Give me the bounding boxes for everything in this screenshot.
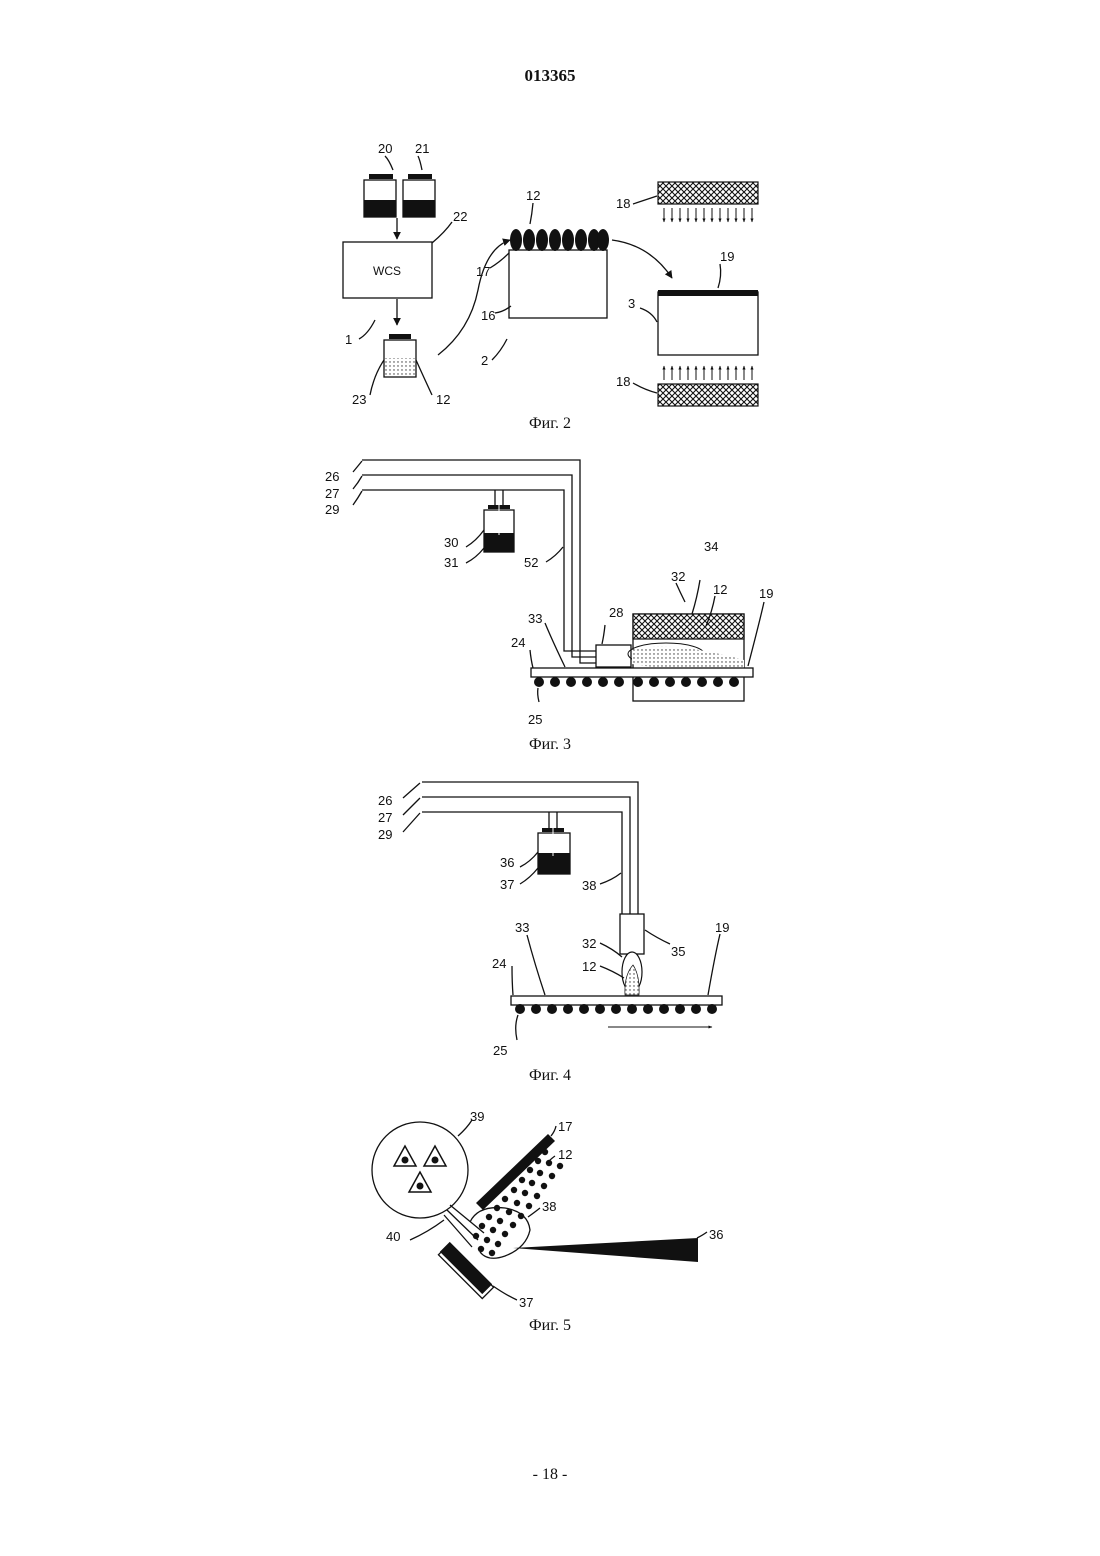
figure-5-caption: Фиг. 5	[529, 1317, 571, 1334]
label-36: 36	[709, 1227, 723, 1242]
substrate-16	[509, 229, 609, 318]
label-12-bottle: 12	[436, 392, 450, 407]
label-27: 27	[378, 810, 392, 825]
label-24: 24	[511, 635, 525, 650]
heater-18-top	[658, 182, 758, 204]
label-22: 22	[453, 209, 467, 224]
beam-36	[513, 1238, 698, 1262]
gas-lines	[422, 782, 638, 914]
substrate-plate-19	[511, 996, 722, 1005]
figure-2-caption: Фиг. 2	[529, 415, 571, 432]
bottle-20	[364, 174, 396, 217]
label-25: 25	[493, 1043, 507, 1058]
label-40: 40	[386, 1229, 400, 1244]
label-29: 29	[325, 502, 339, 517]
label-2: 2	[481, 353, 488, 368]
label-1: 1	[345, 332, 352, 347]
label-17: 17	[558, 1119, 572, 1134]
label-19: 19	[720, 249, 734, 264]
label-28: 28	[609, 605, 623, 620]
label-52: 52	[524, 555, 538, 570]
figure-3-caption: Фиг. 3	[529, 736, 571, 753]
label-21: 21	[415, 141, 429, 156]
figure-3: 26 27 29 30 31 52 34 32 12 19 28 33 24 2…	[325, 460, 773, 753]
figure-2: WCS	[343, 141, 758, 432]
bottle-21	[403, 174, 435, 217]
figure-4-caption: Фиг. 4	[529, 1067, 571, 1084]
label-12: 12	[582, 959, 596, 974]
label-37: 37	[519, 1295, 533, 1310]
label-26: 26	[378, 793, 392, 808]
label-36: 36	[500, 855, 514, 870]
label-12: 12	[713, 582, 727, 597]
label-32: 32	[582, 936, 596, 951]
label-31: 31	[444, 555, 458, 570]
label-34: 34	[704, 539, 718, 554]
page-number: - 18 -	[0, 1466, 1100, 1484]
label-3: 3	[628, 296, 635, 311]
label-16: 16	[481, 308, 495, 323]
label-26: 26	[325, 469, 339, 484]
figure-4: 26 27 29 36 37 38 33 19 32 35 24 12 25 Ф…	[378, 782, 729, 1084]
label-18-top: 18	[616, 196, 630, 211]
heat-arrows-down	[664, 208, 752, 222]
magnified-view-39	[372, 1122, 468, 1218]
bottle-23	[384, 334, 416, 377]
chamber-34	[628, 614, 744, 701]
label-33: 33	[515, 920, 529, 935]
wcs-label: WCS	[373, 264, 401, 278]
vessel-30	[484, 505, 514, 552]
vessel-36	[538, 828, 570, 874]
label-37: 37	[500, 877, 514, 892]
label-19: 19	[759, 586, 773, 601]
figure-5: 39 17 12 38 40 36 37 Фиг. 5	[372, 1109, 723, 1334]
coating-layer-19	[658, 290, 758, 296]
label-38: 38	[542, 1199, 556, 1214]
label-23: 23	[352, 392, 366, 407]
label-20: 20	[378, 141, 392, 156]
substrate-plate-19	[531, 668, 753, 677]
heater-18-bottom	[658, 384, 758, 406]
heat-arrows-up	[664, 366, 752, 380]
label-24: 24	[492, 956, 506, 971]
label-39: 39	[470, 1109, 484, 1124]
label-25: 25	[528, 712, 542, 727]
label-38: 38	[582, 878, 596, 893]
label-17: 17	[476, 264, 490, 279]
substrate-3	[658, 292, 758, 355]
label-35: 35	[671, 944, 685, 959]
label-29: 29	[378, 827, 392, 842]
label-12: 12	[558, 1147, 572, 1162]
gas-lines	[362, 460, 596, 663]
label-19: 19	[715, 920, 729, 935]
label-27: 27	[325, 486, 339, 501]
label-12-particles: 12	[526, 188, 540, 203]
burner-35	[620, 914, 644, 954]
particles-12	[510, 229, 609, 251]
label-18-bottom: 18	[616, 374, 630, 389]
burner-28	[596, 645, 631, 667]
label-30: 30	[444, 535, 458, 550]
label-32: 32	[671, 569, 685, 584]
burner-37	[438, 1242, 493, 1299]
label-33: 33	[528, 611, 542, 626]
